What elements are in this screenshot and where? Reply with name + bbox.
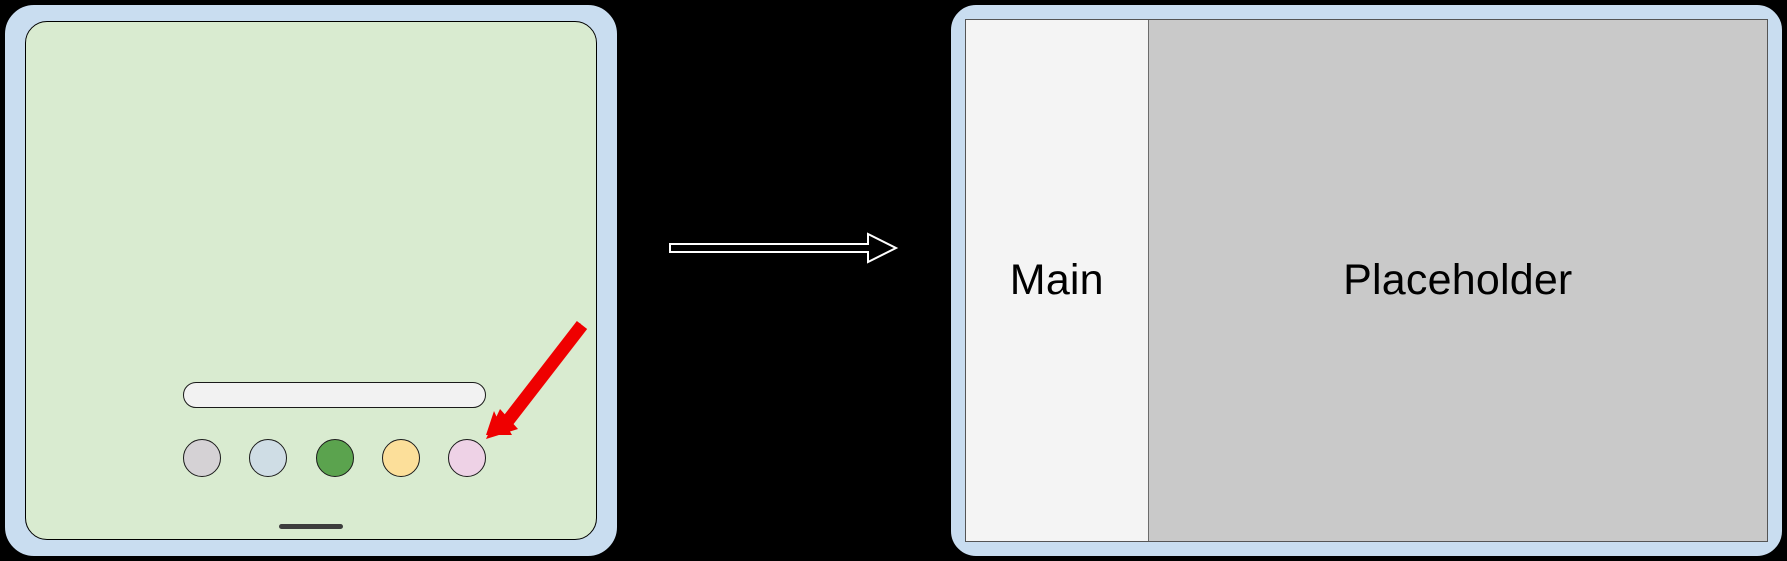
pane-placeholder-label: Placeholder [1343, 256, 1573, 304]
dot-blue[interactable] [249, 439, 288, 477]
pane-main-label: Main [1009, 256, 1104, 304]
pane-placeholder[interactable]: Placeholder [1148, 20, 1767, 541]
color-dot-row [183, 435, 486, 481]
pane-main[interactable]: Main [966, 20, 1149, 541]
left-tablet-frame [4, 4, 618, 557]
dot-yellow[interactable] [381, 439, 420, 477]
dot-grey[interactable] [183, 439, 221, 477]
home-indicator[interactable] [279, 524, 343, 529]
search-input[interactable] [183, 382, 486, 408]
right-tablet-frame: Main Placeholder [950, 4, 1783, 557]
left-tablet-screen [25, 21, 597, 540]
dot-pink[interactable] [448, 439, 486, 477]
transition-arrow-icon [669, 232, 899, 264]
right-tablet-screen: Main Placeholder [965, 19, 1768, 542]
dot-green[interactable] [315, 439, 354, 477]
